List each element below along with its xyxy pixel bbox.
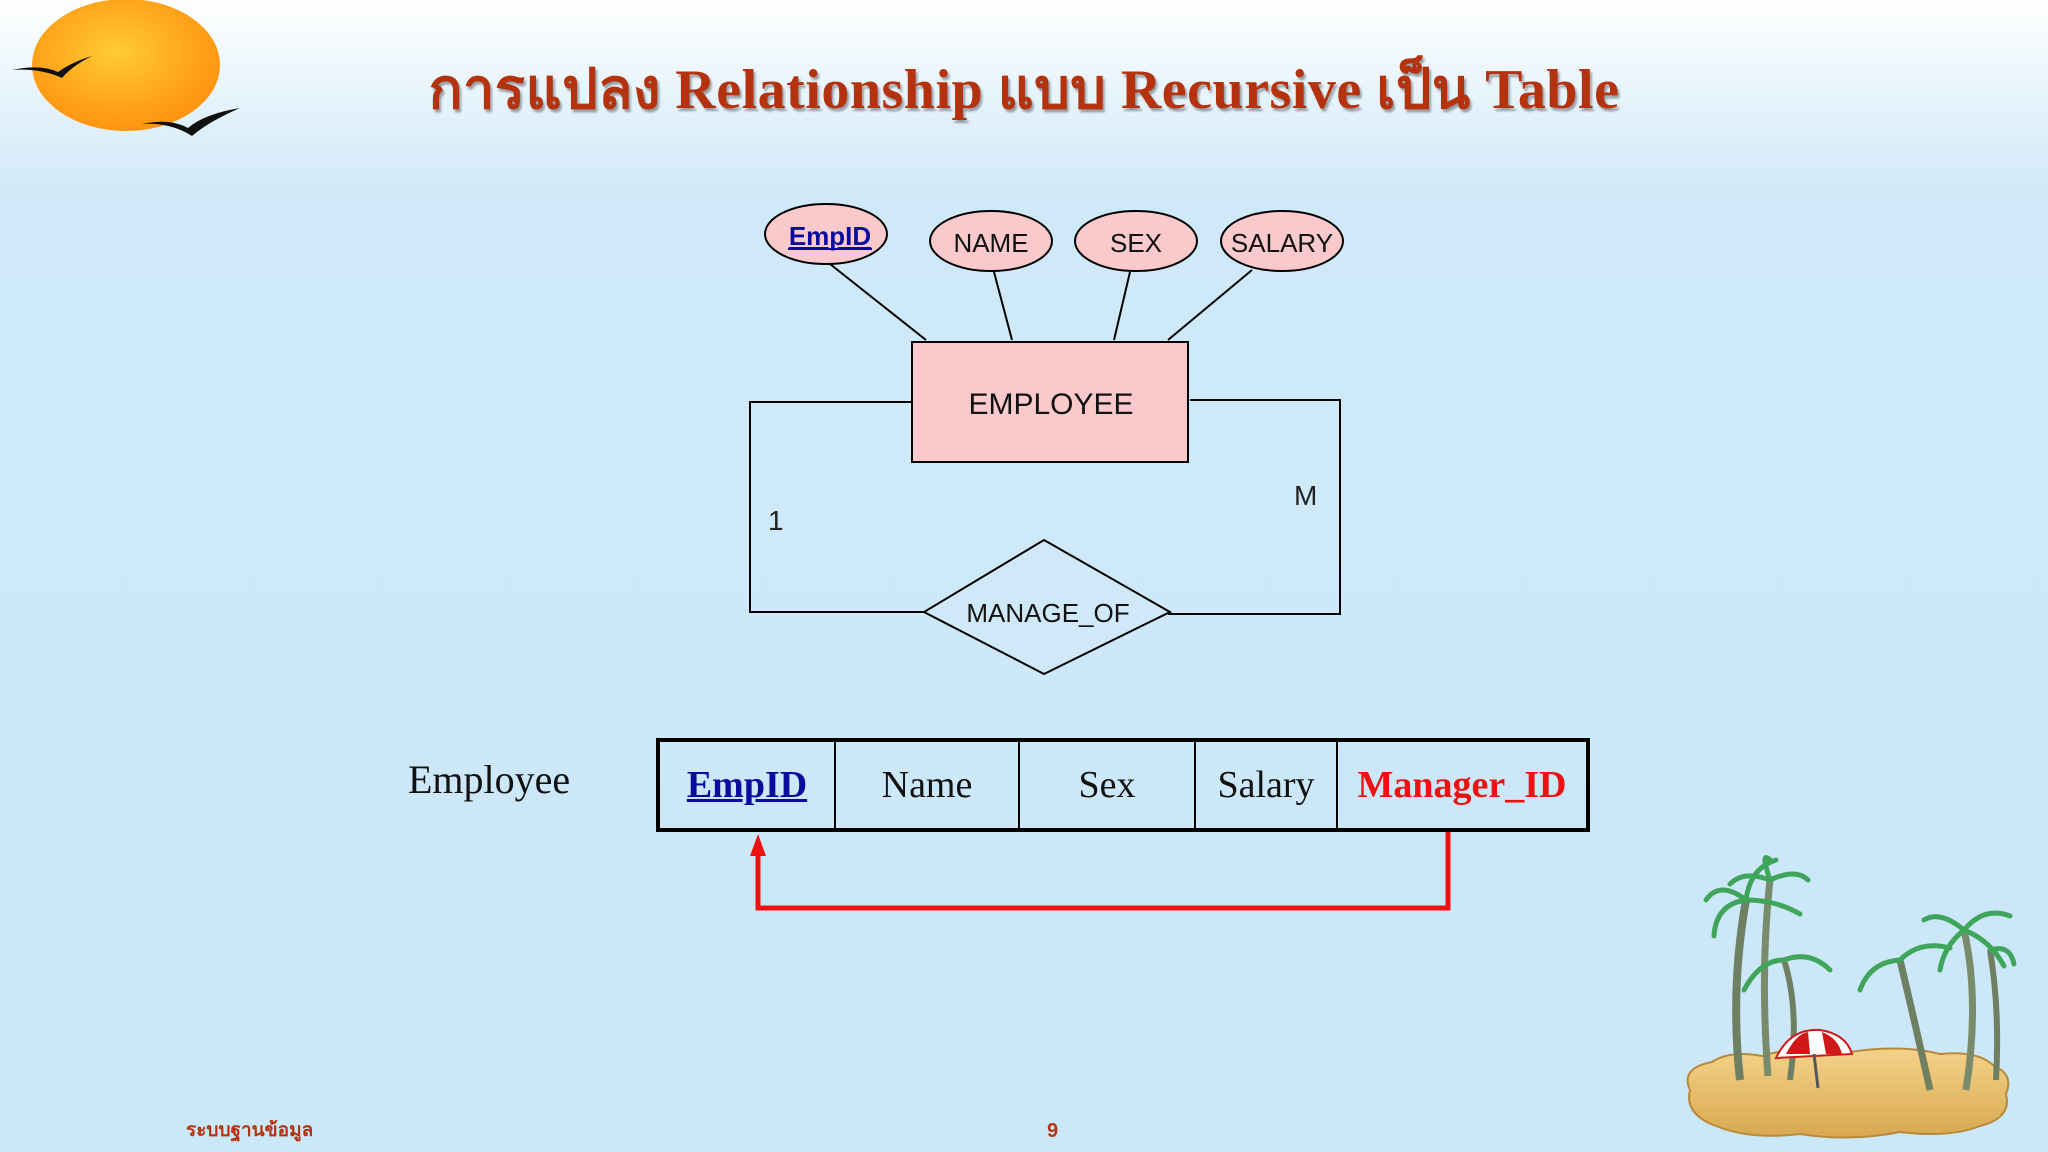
cardinality-one: 1: [768, 505, 784, 536]
column-empid: EmpID: [657, 739, 836, 831]
entity-employee: EMPLOYEE: [911, 341, 1189, 463]
column-sex: Sex: [1018, 739, 1196, 831]
column-salary: Salary: [1194, 739, 1338, 831]
fk-arrow-line: [755, 832, 1451, 911]
cardinality-many: M: [1294, 480, 1317, 511]
relationship-manage-of: MANAGE_OF: [921, 538, 1173, 676]
column-name: Name: [834, 739, 1020, 831]
attribute-salary: SALARY: [1220, 210, 1344, 272]
rel-line-left: [749, 401, 926, 613]
beach-umbrella-icon: [1774, 1028, 1854, 1089]
attribute-empid: EmpID: [764, 203, 888, 265]
attr-line-sex: [1113, 271, 1131, 341]
birds-icon: [12, 56, 240, 136]
attr-line-salary: [1167, 269, 1253, 341]
attribute-name-label: NAME: [953, 228, 1028, 258]
attribute-empid-label: EmpID: [789, 221, 871, 251]
table-row: EmpID Name Sex Salary Manager_ID: [657, 739, 1589, 831]
attribute-sex-label: SEX: [1110, 228, 1162, 258]
rel-line-right: [1168, 399, 1341, 615]
employee-relation-table: EmpID Name Sex Salary Manager_ID: [656, 738, 1590, 832]
table-name-label: Employee: [408, 757, 571, 802]
attribute-salary-label: SALARY: [1231, 228, 1333, 258]
entity-employee-label: EMPLOYEE: [968, 388, 1133, 421]
attribute-name: NAME: [929, 210, 1053, 272]
slide-title: การแปลง Relationship แบบ Recursive เป็น …: [428, 59, 1620, 121]
palm-island-icon: [1686, 855, 2017, 1139]
relationship-label: MANAGE_OF: [966, 598, 1129, 628]
sun-icon: [32, 0, 220, 131]
fk-arrow-head-icon: [750, 834, 766, 856]
attribute-sex: SEX: [1074, 210, 1198, 272]
footer-course-name: ระบบฐานข้อมูล: [186, 1120, 314, 1141]
column-manager-id: Manager_ID: [1336, 739, 1589, 831]
attr-line-empid: [829, 263, 927, 341]
footer-page-number: 9: [1047, 1120, 1059, 1142]
attr-line-name: [993, 271, 1013, 341]
